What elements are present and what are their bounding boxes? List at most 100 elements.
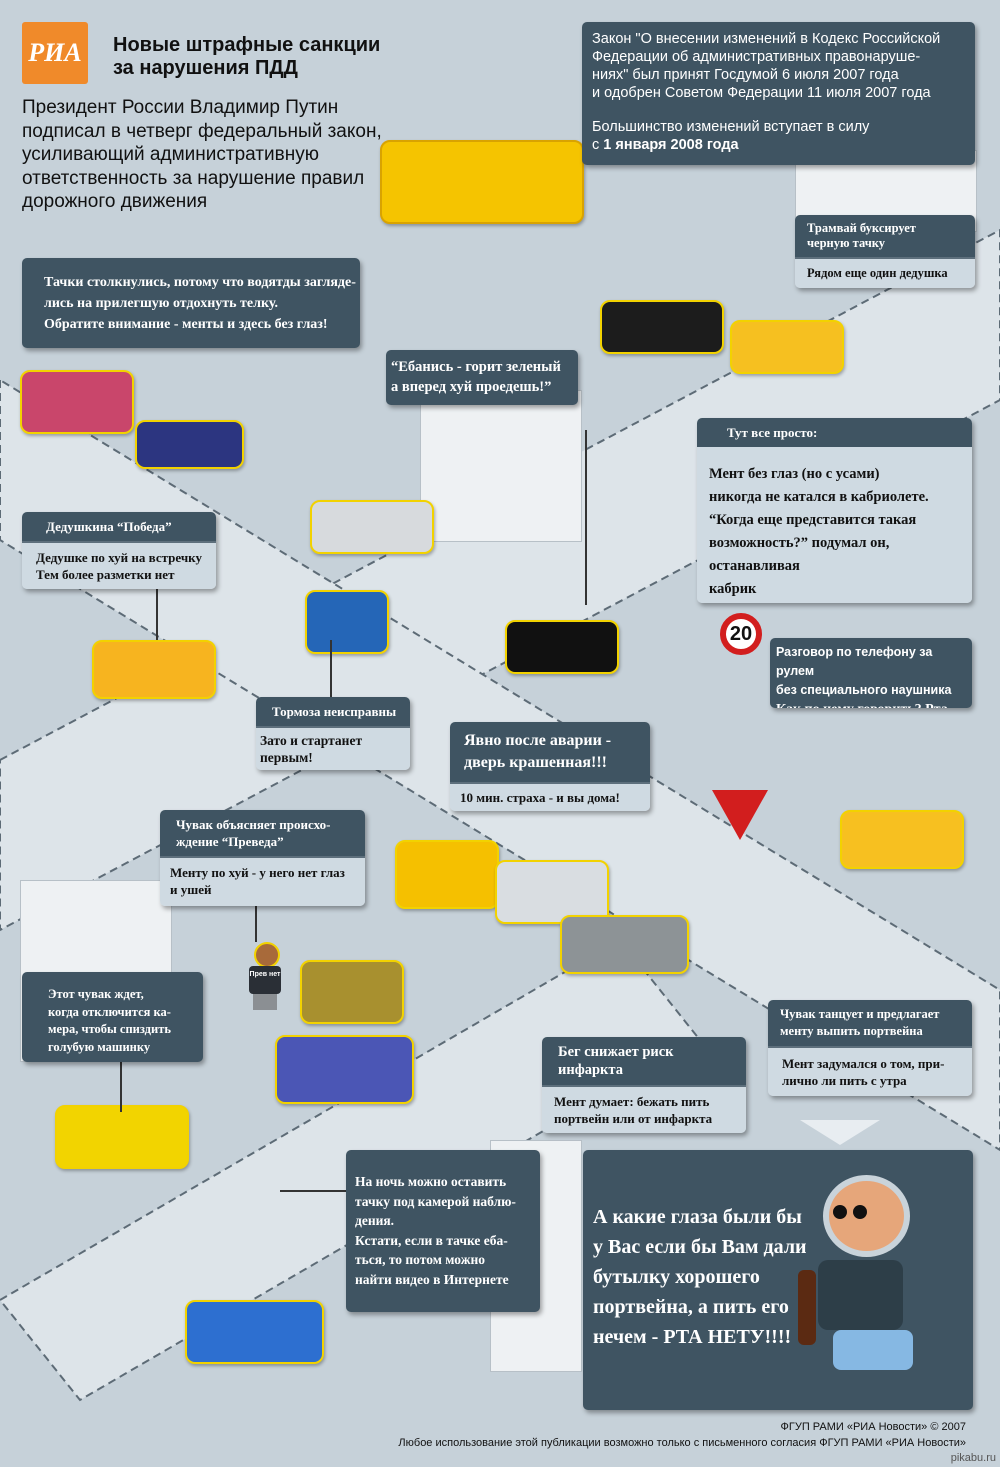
callout-night: На ночь можно оставить тачку под камерой… <box>346 1150 540 1312</box>
callout-body: Рядом еще один дедушка <box>807 266 948 280</box>
callout-text: ться, то потом можно <box>355 1252 486 1267</box>
callout-green-light: “Ебанись - горит зеленый а вперед хуй пр… <box>386 350 578 405</box>
effective-date: 1 января 2008 года <box>603 137 739 153</box>
tram <box>380 140 584 224</box>
callout-text: когда отключится ка- <box>48 1004 171 1019</box>
callout-head: дверь крашенная!!! <box>464 754 607 771</box>
grey-car <box>560 915 689 974</box>
intro-line: Президент России Владимир Путин <box>22 97 339 118</box>
callout-text: лись на прилегшую отдохнуть телку. <box>44 296 278 311</box>
final-line: нечем - РТА НЕТУ!!!! <box>593 1326 792 1348</box>
callout-body: лично ли пить с утра <box>782 1073 907 1088</box>
grey-car <box>310 500 434 554</box>
law-line: и одобрен Советом Федерации 11 июля 2007… <box>592 85 931 101</box>
callout-head: черную тачку <box>807 236 886 250</box>
jeep <box>300 960 404 1024</box>
callout-text: Обратите внимание - менты и здесь без гл… <box>44 317 328 332</box>
tshirt-text: Прев нет <box>249 966 281 994</box>
law-line: ниях" был принят Госдумой 6 июля 2007 го… <box>592 67 899 83</box>
pointer-line <box>585 430 587 605</box>
callout-head: Тормоза неисправны <box>272 704 397 719</box>
callout-body: Мент без глаз (но с усами) <box>709 466 880 482</box>
callout-body: Дедушке по хуй на встречку <box>36 550 202 565</box>
callout-body: портвейн или от инфаркта <box>554 1111 713 1126</box>
usage-notice: Любое использование этой публикации возм… <box>398 1437 966 1449</box>
callout-text: найти видео в Интернете <box>355 1271 509 1287</box>
callout-text: тачку под камерой наблю- <box>355 1193 516 1209</box>
callout-body: никогда не катался в кабриолете. <box>709 489 929 505</box>
callout-head: Явно после аварии - <box>464 732 612 749</box>
callout-text: без специального наушника <box>776 683 952 697</box>
callout-head: Бег снижает риск <box>558 1044 674 1060</box>
pointer-line <box>120 1062 122 1112</box>
arrow-down-icon <box>800 1120 880 1145</box>
callout-body: возможность?” подумал он, останавливая <box>709 535 890 574</box>
title-line: за нарушения ПДД <box>113 57 298 79</box>
final-line: портвейна, а пить его <box>593 1296 789 1318</box>
callout-body: Мент задумался о том, при- <box>782 1056 945 1071</box>
callout-head: Дедушкина “Победа” <box>46 519 172 534</box>
callout-head: ждение “Преведа” <box>176 834 284 849</box>
callout-text: голубую машинку <box>48 1039 151 1054</box>
pink-van <box>20 370 134 434</box>
white-van <box>495 860 609 924</box>
final-line: А какие глаза были бы <box>593 1206 802 1228</box>
ria-logo: РИА <box>22 22 88 84</box>
callout-text: Как по нему говорить? Рта нет! <box>776 700 966 708</box>
callout-phone: Разговор по телефону за рулем без специа… <box>770 638 972 708</box>
yellow-car <box>730 320 844 374</box>
callout-body: кабрик <box>709 581 757 597</box>
copyright: ФГУП РАМИ «РИА Новости» © 2007 <box>780 1421 966 1433</box>
final-message-box: А какие глаза были бы у Вас если бы Вам … <box>583 1150 973 1410</box>
intro-line: ответственность за нарушение правил <box>22 167 365 189</box>
law-box: Закон "О внесении изменений в Кодекс Рос… <box>582 22 975 165</box>
callout-body: Тем более разметки нет <box>36 567 175 582</box>
blue-car <box>305 590 389 654</box>
callout-head: инфаркта <box>558 1062 623 1078</box>
final-line: у Вас если бы Вам дали <box>593 1236 807 1258</box>
pobeda-car <box>92 640 216 699</box>
road <box>0 228 1000 932</box>
pointer-line <box>255 897 257 942</box>
law-line: Закон "О внесении изменений в Кодекс Рос… <box>592 31 941 47</box>
callout-head: Трамвай буксирует <box>807 221 916 235</box>
callout-head: менту выпить портвейна <box>780 1024 923 1038</box>
callout-body: “Когда еще представится такая <box>709 512 917 528</box>
callout-simple: Тут все просто: Мент без глаз (но с усам… <box>697 418 972 603</box>
law-line: Федерации об административных правонаруш… <box>592 49 921 65</box>
black-car <box>600 300 724 354</box>
preved-guy: Прев нет <box>245 942 285 1012</box>
effective-text: Большинство изменений вступает в силу <box>592 119 870 135</box>
callout-text: а вперед хуй проедешь!” <box>391 379 552 395</box>
intro-line: дорожного движения <box>22 191 208 212</box>
blue-car <box>185 1300 324 1364</box>
callout-body: Зато и стартанет первым! <box>260 733 363 765</box>
callout-body: Менту по хуй - у него нет глаз <box>170 865 345 880</box>
final-line: бутылку хорошего <box>593 1266 760 1288</box>
tow-truck <box>55 1105 189 1169</box>
callout-run: Бег снижает риск инфаркта Мент думает: бе… <box>542 1037 746 1133</box>
intro-text: Президент России Владимир Путин подписал… <box>22 96 382 214</box>
callout-body: 10 мин. страха - и вы дома! <box>460 790 620 805</box>
callout-brakes: Тормоза неисправны Зато и стартанет перв… <box>256 697 410 770</box>
yield-sign <box>712 790 768 840</box>
blue-car <box>275 1035 414 1104</box>
callout-text: Разговор по телефону за рулем <box>776 645 933 678</box>
callout-pobeda: Дедушкина “Победа” Дедушке по хуй на вст… <box>22 512 216 589</box>
callout-text: дения. <box>355 1213 395 1228</box>
pointer-line <box>330 640 332 697</box>
speed-limit-sign: 20 <box>720 613 762 655</box>
black-cabrio <box>505 620 619 674</box>
drunk-character <box>798 1175 918 1375</box>
page-title: Новые штрафные санкции за нарушения ПДД <box>113 34 380 80</box>
callout-head: Тут все просто: <box>727 425 818 440</box>
callout-body: Мент думает: бежать пить <box>554 1094 710 1109</box>
pointer-line <box>280 1190 346 1192</box>
watermark: pikabu.ru <box>950 1452 996 1464</box>
callout-text: На ночь можно оставить <box>355 1174 507 1189</box>
callout-text: “Ебанись - горит зеленый <box>391 359 561 375</box>
callout-text: мера, чтобы спиздить <box>48 1022 171 1036</box>
